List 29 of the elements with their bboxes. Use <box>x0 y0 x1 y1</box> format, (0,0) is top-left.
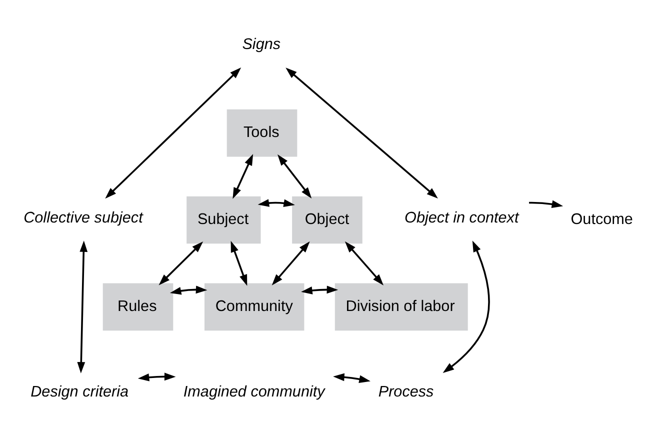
arrow <box>278 154 312 199</box>
arrow <box>442 240 490 373</box>
arrow <box>258 199 295 208</box>
node-text: Signs <box>242 36 281 53</box>
node-box: Rules <box>102 283 174 331</box>
arrow <box>170 286 208 295</box>
arrow <box>344 241 384 286</box>
arrow <box>158 242 204 286</box>
arrow <box>77 240 88 374</box>
arrow <box>286 68 438 199</box>
arrow <box>529 200 564 208</box>
arrow <box>105 68 242 199</box>
node-text: Outcome <box>570 210 633 228</box>
node-box: Subject <box>186 196 261 244</box>
node-box: Community <box>204 283 304 331</box>
node-text: Collective subject <box>24 210 143 227</box>
node-text: Object in context <box>404 210 519 227</box>
node-box: Object <box>292 196 362 244</box>
arrow <box>138 372 176 382</box>
arrow <box>333 373 370 383</box>
arrow <box>232 154 254 199</box>
arrow <box>230 240 248 286</box>
node-box: Tools <box>226 109 298 157</box>
node-text: Process <box>378 384 434 401</box>
arrow <box>272 241 310 286</box>
node-text: Design criteria <box>30 384 129 401</box>
arrow <box>301 286 338 294</box>
node-box: Division of labor <box>334 283 468 331</box>
node-text: Imagined community <box>183 384 325 401</box>
